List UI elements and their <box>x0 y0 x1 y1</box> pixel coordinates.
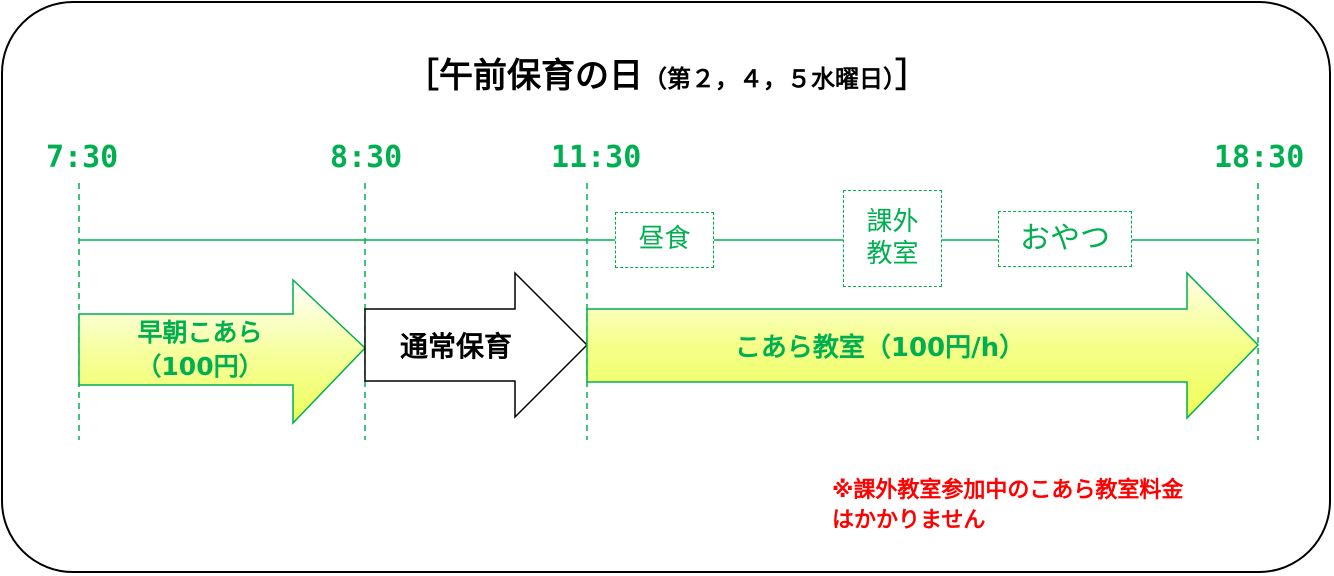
fee-note: ※課外教室参加中のこあら教室料金はかかりません <box>832 476 1183 535</box>
early-morning-arrow <box>78 278 367 425</box>
snack-label: おやつ <box>1020 221 1110 256</box>
time-label-0730: 7:30 <box>46 140 119 175</box>
title-open-bracket: ［ <box>405 56 439 96</box>
title-subtitle: （第２，４，５水曜日） <box>643 65 895 93</box>
early-morning-label-line1: 早朝こあら <box>137 318 263 347</box>
extracurricular-box: 課外教室 <box>843 190 942 287</box>
early-morning-label: 早朝こあら （100円） <box>100 316 300 384</box>
diagram-title: ［午前保育の日（第２，４，５水曜日）］ <box>0 48 1334 97</box>
koala-class-arrow <box>586 271 1260 420</box>
snack-box: おやつ <box>998 211 1132 267</box>
lunch-box: 昼食 <box>615 212 714 268</box>
fee-note-line1: ※課外教室参加中のこあら教室料金 <box>832 478 1184 503</box>
extracurricular-label-line1: 課外 <box>866 207 919 238</box>
title-main: 午前保育の日 <box>439 56 643 96</box>
early-morning-label-line2: （100円） <box>136 351 264 381</box>
lunch-label: 昼食 <box>638 224 691 255</box>
time-label-0830: 8:30 <box>330 140 403 175</box>
regular-care-arrow <box>364 271 589 419</box>
time-label-1830: 18:30 <box>1214 140 1305 175</box>
time-label-1130: 11:30 <box>551 140 642 175</box>
extracurricular-label-line2: 教室 <box>866 238 919 269</box>
regular-care-label: 通常保育 <box>399 330 512 363</box>
fee-note-line2: はかかりません <box>832 507 986 533</box>
koala-class-label: こあら教室（100円/h） <box>734 333 1026 363</box>
title-close-bracket: ］ <box>895 56 929 96</box>
